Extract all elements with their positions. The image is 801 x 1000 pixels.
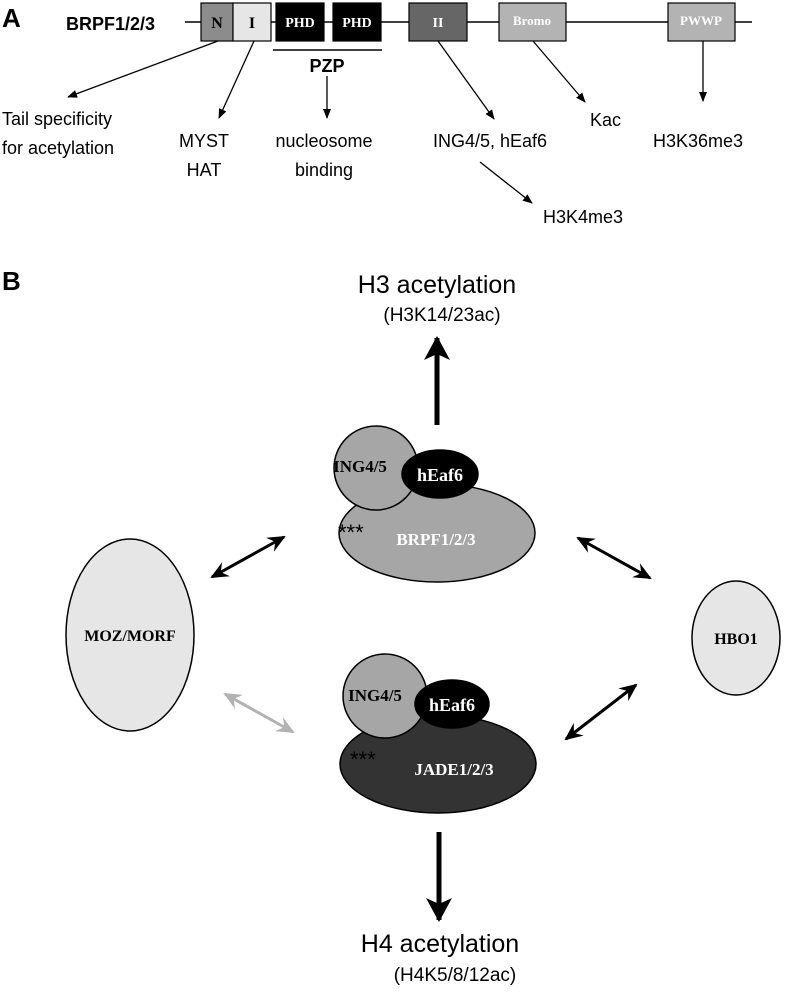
domain-pwwp-box (667, 2, 736, 42)
moz-morf: MOZ/MORF (65, 538, 195, 732)
domain-phd1-label: PHD (285, 16, 315, 31)
domain-phd2: PHD (332, 2, 382, 42)
annotation-kac: Kac (590, 110, 621, 130)
arrow-brpf-hbo1 (576, 536, 652, 580)
brpf-stars: *** (338, 520, 364, 545)
annotation-h3k4me3: H3K4me3 (543, 207, 623, 227)
domain-pwwp: PWWP (667, 2, 736, 42)
heaf6-bottom-ellipse (414, 679, 490, 729)
domain-bromo-box (498, 2, 567, 42)
h4-acetylation-sites: (H4K5/8/12ac) (394, 965, 517, 986)
protein-name: BRPF1/2/3 (66, 14, 155, 34)
ing-bottom-label: ING4/5 (348, 686, 402, 705)
heaf6-top-ellipse (401, 449, 479, 499)
annotation-tail-line2: for acetylation (2, 138, 114, 158)
arrow-moz-jade (223, 692, 295, 734)
complex-brpf: ING4/5 hEaf6 BRPF1/2/3 *** (333, 425, 536, 583)
annotation-ing-heaf6: ING4/5, hEaf6 (433, 131, 547, 151)
arrow-kac (532, 40, 586, 103)
h3-acetylation-sites: (H3K14/23ac) (383, 305, 500, 326)
panel-a-letter: A (2, 3, 21, 33)
h4-acetylation-title: H4 acetylation (361, 930, 519, 958)
arrow-tail-specificity (67, 40, 219, 98)
panel-b-letter: B (2, 266, 21, 296)
jade-label: JADE1/2/3 (414, 760, 493, 779)
hbo1-label: HBO1 (714, 631, 758, 648)
annotation-myst-line1: MYST (179, 131, 229, 151)
brpf-label: BRPF1/2/3 (396, 530, 475, 549)
domain-pwwp-label: PWWP (680, 13, 722, 28)
hbo1-ellipse (691, 580, 781, 696)
moz-morf-ellipse (65, 538, 195, 732)
domain-i-box (232, 2, 272, 42)
domain-n: N (200, 2, 234, 42)
domain-phd2-box (332, 2, 382, 42)
domain-ii-label: II (433, 16, 444, 31)
heaf6-top-label: hEaf6 (417, 465, 463, 485)
domain-phd2-label: PHD (342, 16, 372, 31)
annotation-nucleosome-line2: binding (295, 160, 353, 180)
hbo1: HBO1 (691, 580, 781, 696)
arrow-ing (437, 40, 495, 120)
complex-jade: ING4/5 hEaf6 JADE1/2/3 *** (339, 653, 537, 814)
arrow-moz-brpf (210, 535, 286, 579)
heaf6-bottom-label: hEaf6 (429, 695, 475, 715)
arrow-jade-hbo1 (564, 683, 638, 741)
domain-ii: II (408, 2, 468, 42)
annotation-tail-line1: Tail specificity (2, 109, 112, 129)
annotation-nucleosome-line1: nucleosome (275, 131, 372, 151)
domain-ii-box (408, 2, 468, 42)
arrow-myst-hat (218, 40, 255, 119)
domain-i: I (232, 2, 272, 42)
domain-n-label: N (211, 15, 223, 32)
domain-bromo-label: Bromo (513, 13, 551, 28)
ing-top-label: ING4/5 (333, 457, 387, 476)
annotation-myst-line2: HAT (187, 160, 222, 180)
domain-bromo: Bromo (498, 2, 567, 42)
domain-i-label: I (249, 15, 255, 32)
jade-stars: *** (350, 747, 376, 772)
arrow-h3k4 (479, 161, 533, 204)
pzp-label: PZP (309, 56, 344, 76)
domain-phd1: PHD (275, 2, 325, 42)
h3-acetylation-title: H3 acetylation (358, 271, 516, 299)
moz-morf-label: MOZ/MORF (84, 628, 176, 645)
annotation-h3k36me3: H3K36me3 (653, 131, 743, 151)
domain-phd1-box (275, 2, 325, 42)
